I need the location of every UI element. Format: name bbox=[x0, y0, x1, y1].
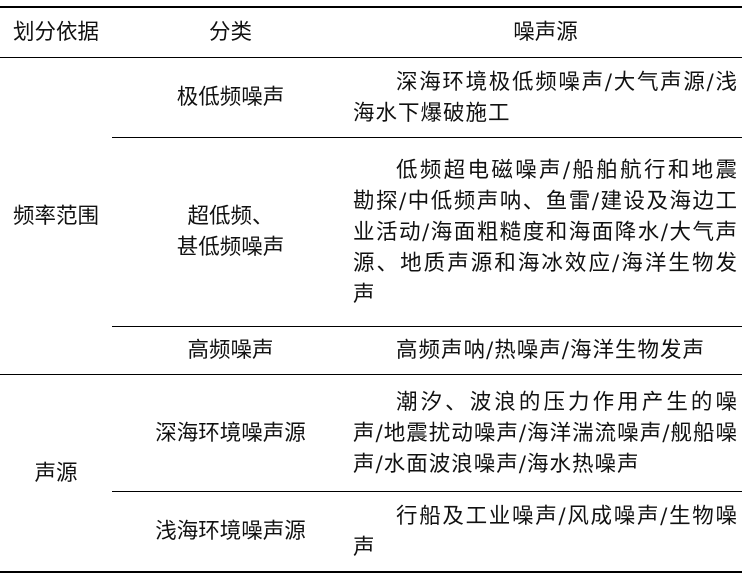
category-cell: 高频噪声 bbox=[112, 326, 349, 375]
header-row: 划分依据 分类 噪声源 bbox=[0, 7, 742, 58]
table-row: 声源 深海环境噪声源 潮汐、波浪的压力作用产生的噪声/地震扰动噪声/海洋湍流噪声… bbox=[0, 374, 742, 572]
header-category: 分类 bbox=[112, 7, 349, 58]
header-source: 噪声源 bbox=[349, 7, 742, 58]
table-header: 划分依据 分类 噪声源 bbox=[0, 7, 742, 58]
source-cell: 高频声呐/热噪声/海洋生物发声 bbox=[349, 326, 742, 375]
basis-frequency-range: 频率范围 bbox=[12, 203, 99, 229]
source-cell: 潮汐、波浪的压力作用产生的噪声/地震扰动噪声/海洋湍流噪声/舰船噪声/水面波浪噪… bbox=[349, 374, 742, 492]
noise-source-table: 划分依据 分类 噪声源 频率范围 极低频噪声 深海环境极低频噪声/大气声源/浅海… bbox=[0, 6, 742, 573]
table-row: 高频噪声 高频声呐/热噪声/海洋生物发声 bbox=[0, 326, 742, 375]
source-cell: 行船及工业噪声/风成噪声/生物噪声 bbox=[349, 491, 742, 572]
category-cell: 超低频、 甚低频噪声 bbox=[112, 137, 349, 327]
basis-sound-source: 声源 bbox=[0, 374, 112, 572]
table-row: 超低频、 甚低频噪声 低频超电磁噪声/船舶航行和地震勘探/中低频声呐、鱼雷/建设… bbox=[0, 137, 742, 327]
category-line: 超低频、 bbox=[187, 204, 274, 229]
category-cell: 深海环境噪声源 bbox=[112, 374, 349, 492]
table-body: 频率范围 极低频噪声 深海环境极低频噪声/大气声源/浅海水下爆破施工 超低频、 … bbox=[0, 58, 742, 572]
table-row: 频率范围 极低频噪声 深海环境极低频噪声/大气声源/浅海水下爆破施工 bbox=[0, 58, 742, 229]
source-cell: 低频超电磁噪声/船舶航行和地震勘探/中低频声呐、鱼雷/建设及海边工业活动/海面粗… bbox=[349, 137, 742, 327]
table-row: 浅海环境噪声源 行船及工业噪声/风成噪声/生物噪声 bbox=[0, 491, 742, 572]
header-basis: 划分依据 bbox=[0, 7, 112, 58]
category-line: 甚低频噪声 bbox=[176, 235, 285, 260]
category-cell: 极低频噪声 bbox=[176, 85, 285, 110]
category-cell: 浅海环境噪声源 bbox=[112, 491, 349, 572]
source-cell: 深海环境极低频噪声/大气声源/浅海水下爆破施工 bbox=[353, 69, 738, 126]
